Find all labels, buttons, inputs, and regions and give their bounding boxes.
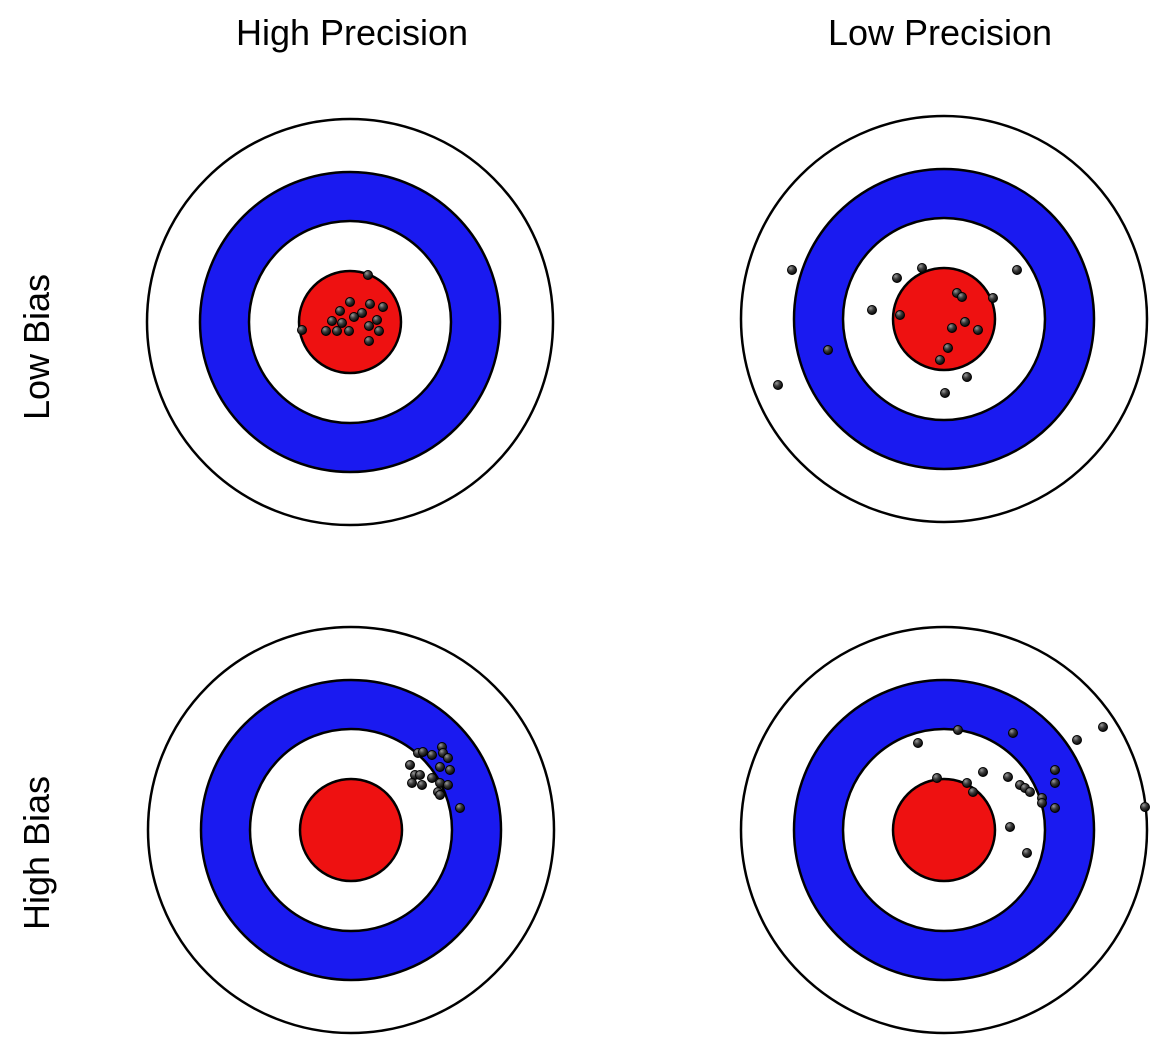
- shot-dot: [1140, 802, 1150, 812]
- shot-dot: [1012, 265, 1022, 275]
- shot-dot: [435, 790, 445, 800]
- shot-dot: [321, 326, 331, 336]
- bullseye-red-circle: [298, 777, 404, 883]
- target-low-bias-high-precision: [145, 117, 555, 527]
- row-label-high-bias: High Bias: [16, 775, 57, 931]
- shot-dot: [345, 297, 355, 307]
- shot-dot: [773, 380, 783, 390]
- shot-dot: [365, 299, 375, 309]
- shot-dot: [327, 316, 337, 326]
- shot-dot: [957, 292, 967, 302]
- shot-dot: [943, 343, 953, 353]
- shot-dot: [364, 321, 374, 331]
- shot-dot: [988, 293, 998, 303]
- bullseye-red-circle: [297, 269, 403, 375]
- shot-dot: [427, 750, 437, 760]
- shot-dot: [378, 302, 388, 312]
- shot-dot: [1050, 765, 1060, 775]
- shot-dot: [895, 310, 905, 320]
- shot-dot: [953, 725, 963, 735]
- shot-dot: [418, 747, 428, 757]
- column-title-high-precision: High Precision: [235, 12, 469, 53]
- shot-dot: [1005, 822, 1015, 832]
- shot-dot: [1037, 798, 1047, 808]
- shot-dot: [407, 778, 417, 788]
- target-high-bias-low-precision: [739, 625, 1150, 1035]
- column-title-low-precision: Low Precision: [827, 12, 1053, 53]
- shot-dot: [374, 326, 384, 336]
- shot-dot: [960, 317, 970, 327]
- shot-dot: [427, 773, 437, 783]
- shot-dot: [892, 273, 902, 283]
- bullseye-red-circle: [891, 266, 997, 372]
- target-high-bias-high-precision: [146, 625, 556, 1035]
- shot-dot: [1072, 735, 1082, 745]
- shot-dot: [1025, 787, 1035, 797]
- shot-dot: [357, 308, 367, 318]
- shot-dot: [405, 760, 415, 770]
- shot-dot: [443, 753, 453, 763]
- shot-dot: [332, 326, 342, 336]
- shot-dot: [867, 305, 877, 315]
- shot-dot: [978, 767, 988, 777]
- shot-dot: [1098, 722, 1108, 732]
- target-low-bias-low-precision: [739, 114, 1149, 524]
- shot-dot: [435, 762, 445, 772]
- shot-dot: [962, 372, 972, 382]
- shot-dot: [932, 773, 942, 783]
- row-label-low-bias: Low Bias: [16, 273, 57, 421]
- shot-dot: [947, 323, 957, 333]
- shot-dot: [913, 738, 923, 748]
- shot-dot: [363, 270, 373, 280]
- shot-dot: [445, 765, 455, 775]
- shot-dot: [962, 778, 972, 788]
- shot-dot: [1003, 772, 1013, 782]
- bullseye-red-circle: [891, 777, 997, 883]
- shot-dot: [917, 263, 927, 273]
- shot-dot: [335, 306, 345, 316]
- shot-dot: [787, 265, 797, 275]
- shot-dot: [297, 325, 307, 335]
- shot-dot: [455, 803, 465, 813]
- shot-dot: [349, 312, 359, 322]
- shot-dot: [1022, 848, 1032, 858]
- shot-dot: [1050, 778, 1060, 788]
- shot-dot: [940, 388, 950, 398]
- shot-dot: [344, 326, 354, 336]
- shot-dot: [337, 318, 347, 328]
- shot-dot: [364, 336, 374, 346]
- shot-dot: [417, 780, 427, 790]
- shot-dot: [1050, 803, 1060, 813]
- shot-dot: [935, 355, 945, 365]
- shot-dot: [1008, 728, 1018, 738]
- shot-dot: [968, 787, 978, 797]
- shot-dot: [372, 315, 382, 325]
- shot-dot: [415, 770, 425, 780]
- shot-dot: [973, 325, 983, 335]
- shot-dot: [823, 345, 833, 355]
- shot-dot: [443, 780, 453, 790]
